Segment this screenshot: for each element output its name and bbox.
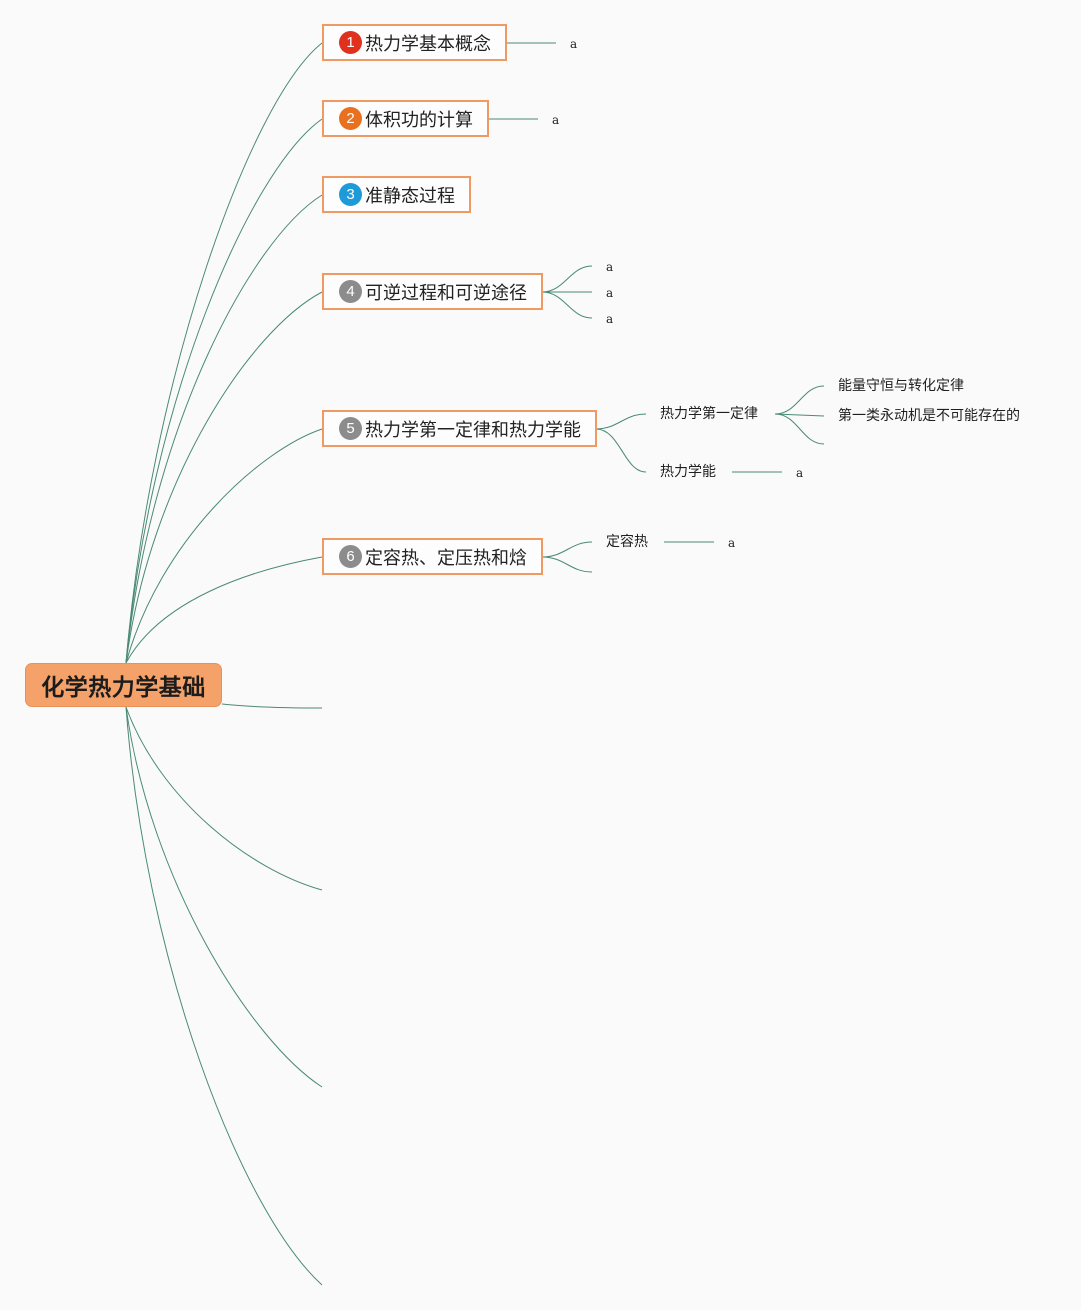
connector-sub-1-child-1 [774,385,825,415]
topic-3[interactable]: 3 准静态过程 [322,176,471,213]
connector-sub-1-child-2 [774,413,825,417]
topic-1[interactable]: 1 热力学基本概念 [322,24,507,61]
subtopic-perpetual-motion[interactable]: 第一类永动机是不可能存在的 [838,408,1020,424]
connector-root-empty-3 [125,706,323,1088]
root-node[interactable]: 化学热力学基础 [25,663,222,707]
connector-root-topic-4 [125,291,323,664]
number-badge-4-icon: 4 [339,280,362,303]
root-label: 化学热力学基础 [41,675,206,701]
connector-root-empty-4 [125,706,323,1286]
connector-topic-6-sub-1 [541,541,593,558]
topic-4-leaf[interactable]: a [606,312,614,326]
connector-root-topic-5 [125,428,323,664]
subtopic-internal-energy[interactable]: 热力学能 [660,464,716,480]
topic-4-label: 可逆过程和可逆途径 [365,282,527,304]
subtopic-first-law[interactable]: 热力学第一定律 [660,406,758,422]
number-badge-3-icon: 3 [339,183,362,206]
connector-topic-6-sub-2 [541,556,593,573]
topic-5-label: 热力学第一定律和热力学能 [365,419,581,441]
subtopic-constant-volume-heat[interactable]: 定容热 [606,534,648,550]
number-badge-1-icon: 1 [339,31,362,54]
connector-topic-5-sub-2 [595,428,647,473]
number-badge-2-icon: 2 [339,107,362,130]
topic-3-label: 准静态过程 [365,185,455,207]
topic-2-leaf[interactable]: a [552,113,560,127]
topic-1-label: 热力学基本概念 [365,33,491,55]
number-badge-5-icon: 5 [339,417,362,440]
connector-root-topic-2 [125,118,323,664]
connector-topic-4-leaf-3 [541,291,593,319]
subtopic-energy-conservation[interactable]: 能量守恒与转化定律 [838,378,964,394]
connector-root-topic-6 [125,556,323,664]
topic-4-leaf[interactable]: a [606,260,614,274]
connector-root-topic-3 [125,194,323,664]
connector-topic-5-sub-1 [595,413,647,430]
topic-1-leaf[interactable]: a [570,37,578,51]
topic-4[interactable]: 4 可逆过程和可逆途径 [322,273,543,310]
constant-volume-heat-leaf[interactable]: a [728,536,736,550]
topic-5[interactable]: 5 热力学第一定律和热力学能 [322,410,597,447]
connector-root-topic-1 [125,42,323,664]
topic-4-leaf[interactable]: a [606,286,614,300]
internal-energy-leaf[interactable]: a [796,466,804,480]
topic-6-label: 定容热、定压热和焓 [365,547,527,569]
connector-topic-4-leaf-1 [541,265,593,293]
topic-2-label: 体积功的计算 [365,109,473,131]
connector-root-empty-1 [221,703,323,709]
topic-2[interactable]: 2 体积功的计算 [322,100,489,137]
topic-6[interactable]: 6 定容热、定压热和焓 [322,538,543,575]
connector-root-empty-2 [125,706,323,891]
connector-sub-1-child-3 [774,413,825,445]
number-badge-6-icon: 6 [339,545,362,568]
